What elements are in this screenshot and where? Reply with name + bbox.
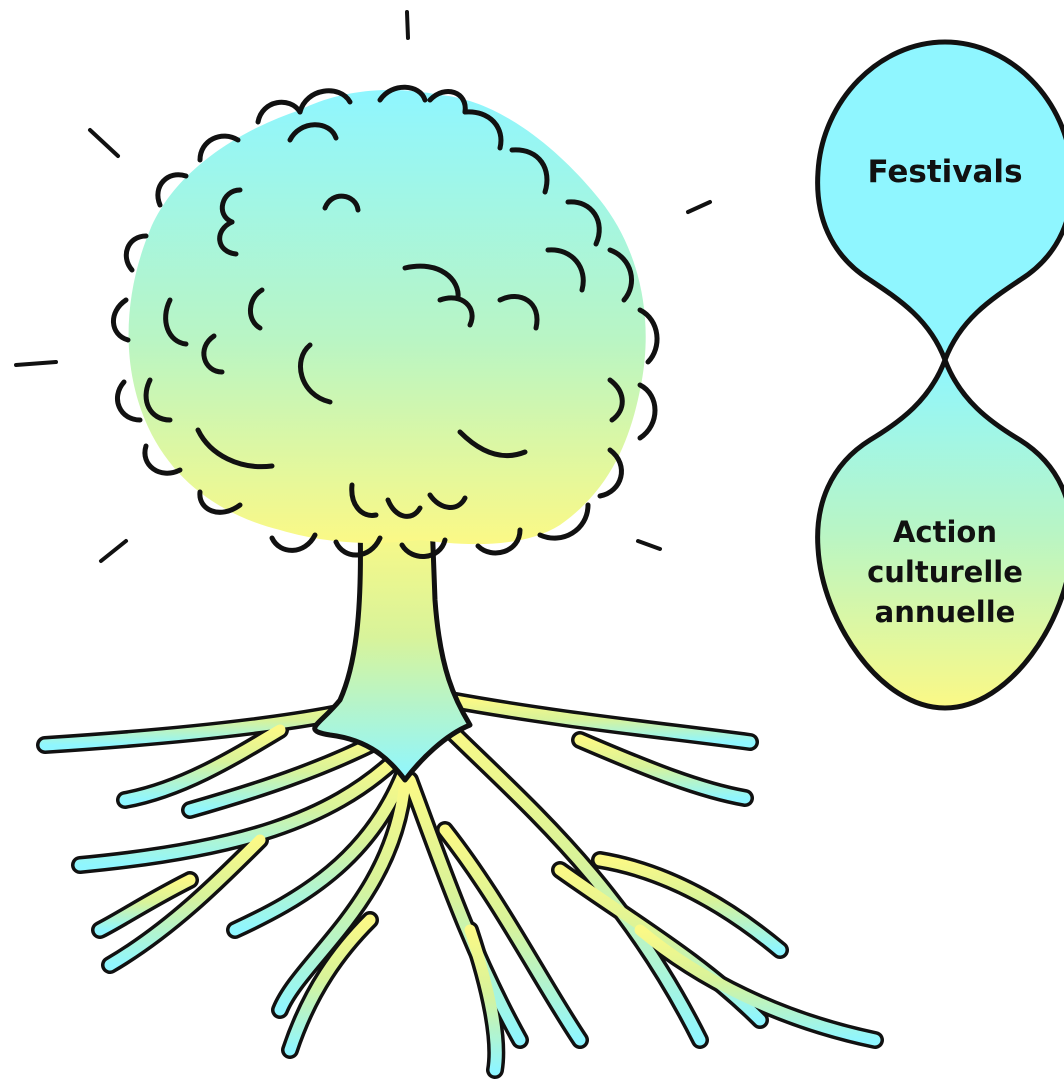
action-label-line-2: culturelle xyxy=(867,555,1023,589)
ray-upper-left xyxy=(88,128,120,158)
ray-lower-left xyxy=(99,539,128,563)
action-label-line-1: Action xyxy=(893,515,997,549)
action-label-line-3: annuelle xyxy=(875,595,1016,629)
sparkle-rays-icon xyxy=(14,10,712,563)
festivals-label: Festivals xyxy=(867,154,1022,190)
trunk-icon xyxy=(312,517,473,783)
tree-crown-icon xyxy=(111,84,660,559)
action-culturelle-bubble xyxy=(815,357,1064,711)
ray-left xyxy=(14,360,58,367)
ray-upper-right xyxy=(686,200,712,214)
ray-top xyxy=(405,10,410,40)
ray-lower-right xyxy=(636,539,662,551)
festivals-bubble xyxy=(815,39,1064,363)
roots-icon xyxy=(36,691,884,1079)
hourglass-bubbles-icon: Festivals Action culturelle annuelle xyxy=(815,39,1064,711)
